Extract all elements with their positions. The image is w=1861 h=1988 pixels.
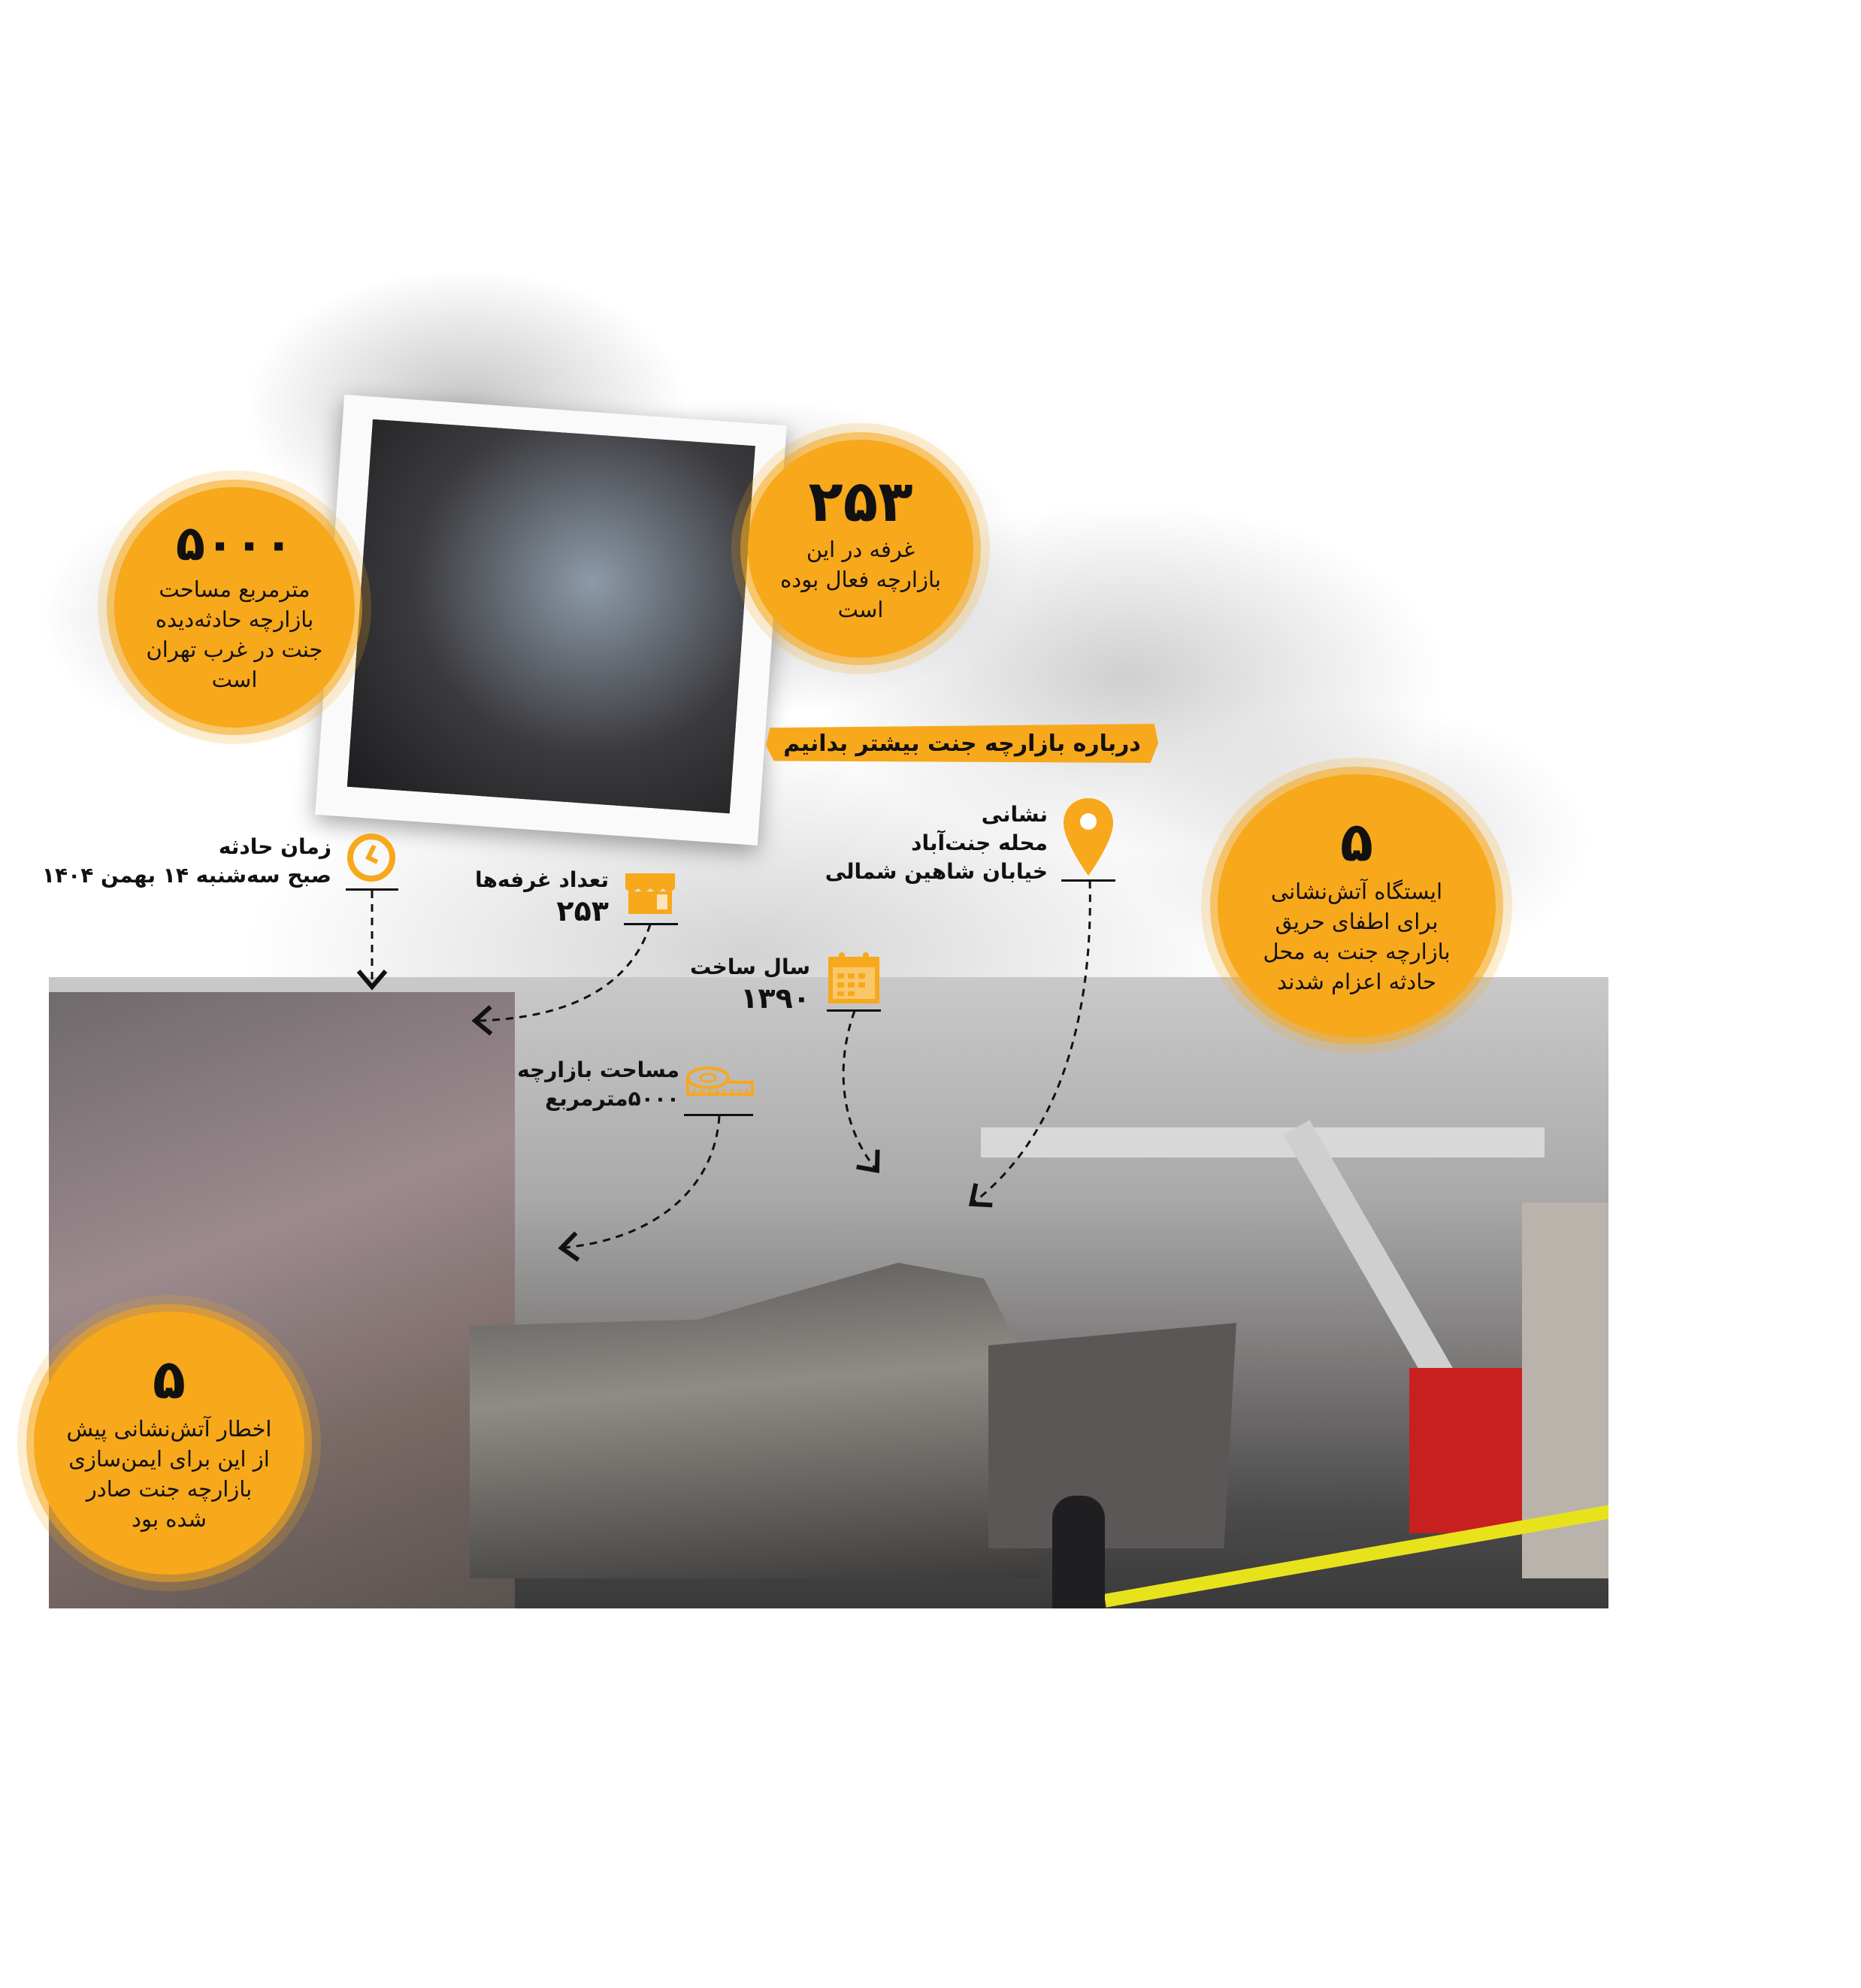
- area-text: مترمربع مساحت بازارچه حادثه‌دیده جنت در …: [146, 576, 323, 692]
- time-title: زمان حادثه: [218, 834, 331, 859]
- year-title: سال ساخت: [690, 955, 810, 979]
- burned-bazaar-photo: [49, 977, 1608, 1608]
- area-label: مساحت بازارچه ۵۰۰۰مترمربع: [517, 1056, 679, 1113]
- warnings-text: اخطار آتش‌نشانی پیش از این برای ایمن‌ساز…: [66, 1416, 272, 1532]
- arrow-address: [968, 880, 1091, 1208]
- clock-icon: [347, 834, 395, 882]
- area-circle: ۵۰۰۰ مترمربع مساحت بازارچه حادثه‌دیده جن…: [114, 487, 355, 728]
- booths-rule: [624, 923, 678, 925]
- booths-text: غرفه در این بازارچه فعال بوده است: [780, 537, 941, 622]
- area-value: ۵۰۰۰مترمربع: [545, 1086, 679, 1111]
- warnings-circle: ۵ اخطار آتش‌نشانی پیش از این برای ایمن‌س…: [34, 1312, 304, 1575]
- booths-title: تعداد غرفه‌ها: [475, 867, 609, 892]
- fire-stations-circle: ۵ ایستگاه آتش‌نشانی برای اطفای حریق بازا…: [1218, 774, 1496, 1037]
- time-value: صبح سه‌شنبه ۱۴ بهمن ۱۴۰۴: [41, 863, 331, 888]
- area-number: ۵۰۰۰: [175, 516, 294, 572]
- booths-circle: ۲۵۳ غرفه در این بازارچه فعال بوده است: [748, 440, 973, 658]
- measuring-tape-icon: [686, 1067, 754, 1096]
- area-title: مساحت بازارچه: [517, 1058, 679, 1082]
- calendar-icon: [828, 952, 879, 1003]
- address-label: نشانی محله جنت‌آباد خیابان شاهین شمالی: [825, 800, 1048, 886]
- booths-value: ۲۵۳: [556, 894, 609, 927]
- address-line1: محله جنت‌آباد: [911, 831, 1048, 855]
- section-title-banner: درباره بازارچه جنت بیشتر بدانیم: [766, 724, 1158, 763]
- booths-number: ۲۵۳: [808, 467, 913, 534]
- ladder-boom: [981, 1127, 1545, 1157]
- area-rule: [684, 1114, 753, 1116]
- warehouse: [988, 1323, 1236, 1548]
- address-rule: [1061, 879, 1115, 882]
- person: [1052, 1496, 1105, 1608]
- time-label: زمان حادثه صبح سه‌شنبه ۱۴ بهمن ۱۴۰۴: [42, 833, 331, 890]
- arrow-booths: [471, 924, 652, 1036]
- fire-stations-text: ایستگاه آتش‌نشانی برای اطفای حریق بازارچ…: [1263, 879, 1451, 994]
- shop-icon: [625, 873, 675, 914]
- address-line2: خیابان شاهین شمالی: [825, 859, 1048, 884]
- year-value: ۱۳۹۰: [740, 982, 810, 1015]
- year-rule: [827, 1009, 881, 1012]
- fire-stations-number: ۵: [1340, 810, 1373, 873]
- arrow-area: [558, 1115, 721, 1262]
- address-title: نشانی: [981, 802, 1048, 827]
- booths-label: تعداد غرفه‌ها ۲۵۳: [475, 866, 609, 927]
- warnings-number: ۵: [153, 1348, 186, 1411]
- year-label: سال ساخت ۱۳۹۰: [690, 953, 810, 1015]
- arrow-year: [842, 1010, 880, 1173]
- location-pin-icon: [1064, 798, 1113, 876]
- time-rule: [346, 888, 398, 891]
